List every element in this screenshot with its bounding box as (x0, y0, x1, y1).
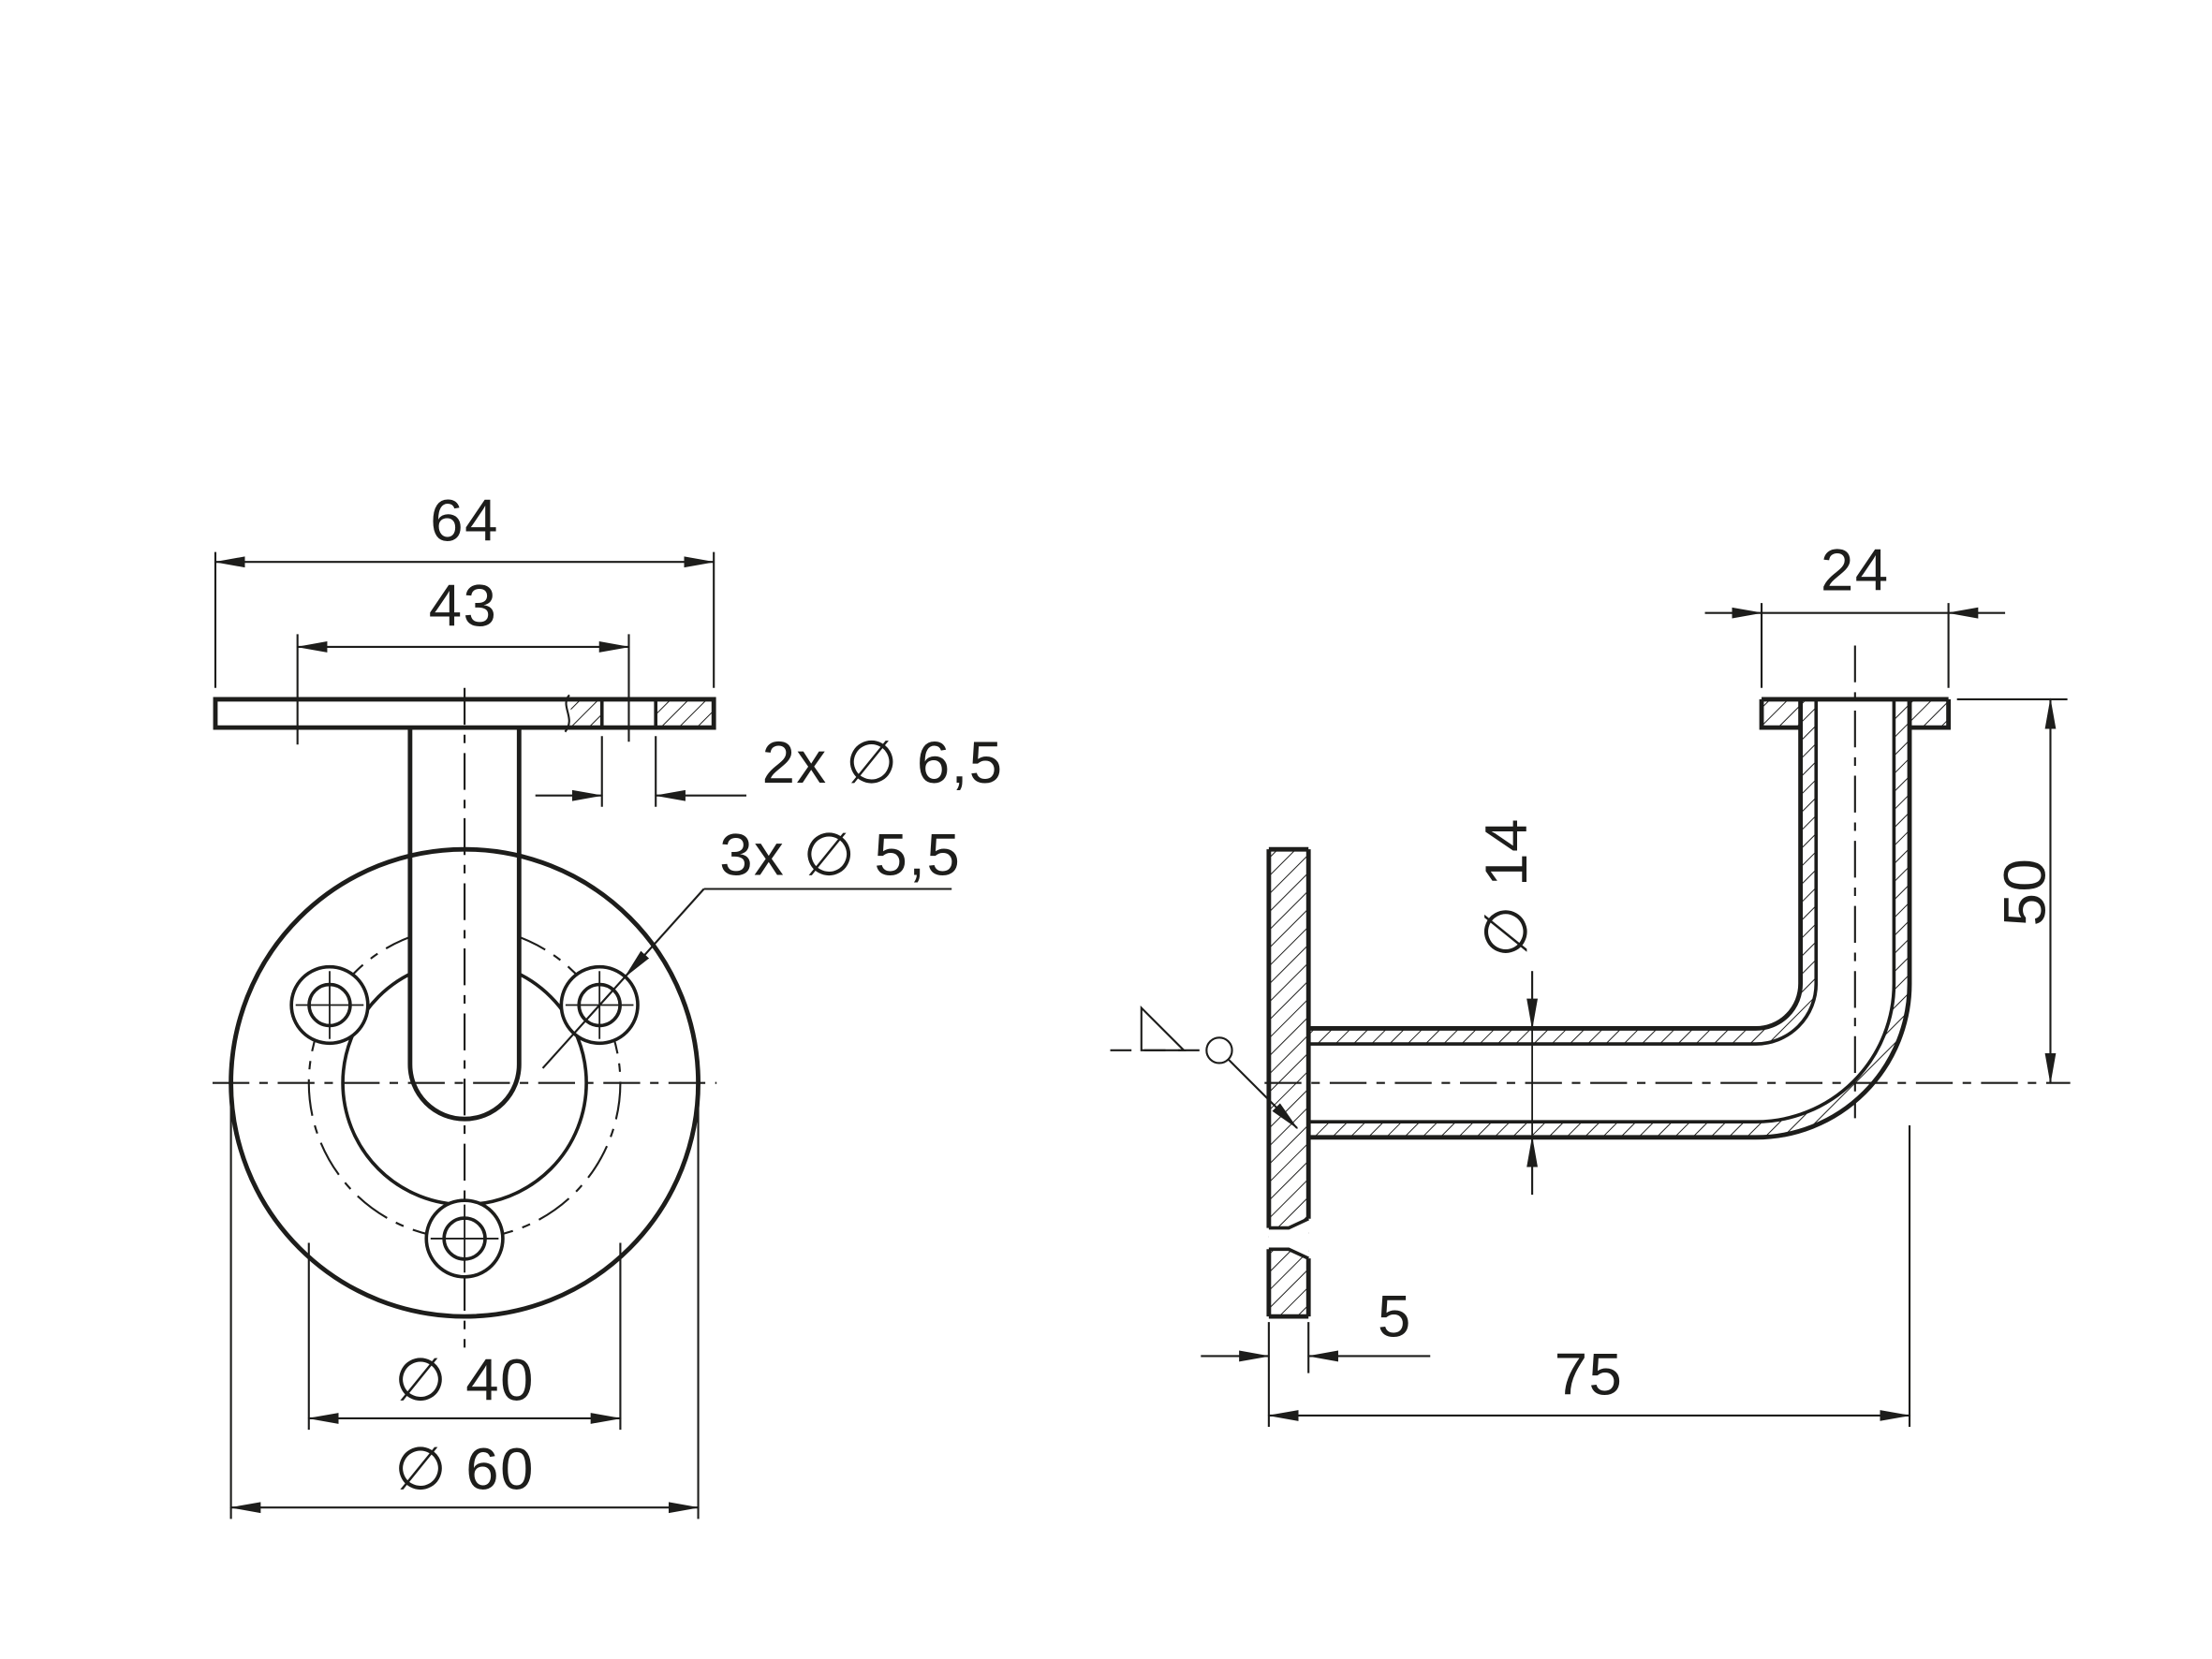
weld-symbol (1110, 1005, 1299, 1130)
dim-flange-holes: 3x ∅ 5,5 (541, 822, 961, 1069)
dim-flange-diameter: ∅ 60 (229, 1101, 700, 1520)
weld-all-around-icon (1205, 1036, 1233, 1064)
arm-section (1308, 698, 1912, 1140)
handrail-plate-hatch-left (1762, 699, 1801, 727)
dim-flange-diameter-label: ∅ 60 (394, 1437, 535, 1503)
dim-projection: 75 (1267, 1124, 1911, 1428)
dim-plate-depth: 24 (1704, 537, 2006, 688)
dim-hole-spacing-label: 43 (429, 573, 498, 639)
dim-bolt-circle-label: ∅ 40 (394, 1347, 535, 1413)
handrail-plate-section (1759, 697, 1952, 730)
support-arm-front (407, 727, 522, 1122)
dim-plate-depth-label: 24 (1821, 537, 1890, 603)
dim-flange-holes-label: 3x ∅ 5,5 (719, 822, 961, 888)
dim-plate-holes-label: 2x ∅ 6,5 (762, 730, 1004, 796)
arm-outer-outer-edge (1308, 698, 1912, 1140)
arm-bore-outer-edge (1308, 698, 1896, 1124)
arm-wall-hatch (1308, 698, 1910, 1138)
dim-hole-spacing: 43 (296, 573, 630, 745)
side-view: 24 50 ∅ 14 5 75 (1110, 537, 2071, 1428)
dim-wall-plate-thickness-label: 5 (1378, 1284, 1412, 1349)
dim-projection-label: 75 (1555, 1342, 1624, 1407)
fillet-weld-triangle-icon (1140, 1005, 1187, 1051)
countersunk-hole-section (1268, 1217, 1309, 1260)
hole-center-cross (295, 971, 364, 1039)
top-plate-outline (213, 697, 716, 730)
top-plate-front (213, 694, 716, 733)
handrail-plate-outline (1759, 698, 1952, 730)
wall-plate-outline (1266, 846, 1311, 1319)
weld-leader (1227, 1058, 1299, 1130)
hole-center-cross (430, 1204, 499, 1273)
dim-height-label: 50 (1992, 858, 2057, 927)
mounting-hole-upper-left (289, 964, 370, 1046)
arm-bore-inner-edge (1308, 698, 1819, 1046)
plate-section-hatch-left (570, 699, 602, 727)
handrail-plate-hatch-right (1910, 699, 1949, 727)
dim-arm-diameter: ∅ 14 (1474, 817, 1540, 1196)
dim-plate-width-label: 64 (430, 489, 499, 554)
dim-arm-diameter-label: ∅ 14 (1474, 817, 1540, 958)
front-view: 64 43 2x ∅ 6,5 3x ∅ 5,5 ∅ 40 (212, 489, 1004, 1520)
dim-wall-plate-thickness: 5 (1201, 1284, 1431, 1428)
dim-bolt-circle: ∅ 40 (307, 1242, 622, 1431)
dim-plate-width: 64 (214, 489, 715, 688)
plate-section-hatch-right (656, 699, 715, 727)
dim-plate-holes: 2x ∅ 6,5 (535, 730, 1004, 807)
arm-outer-inner-edge (1308, 698, 1804, 1031)
dim-height: 50 (1956, 697, 2068, 1085)
break-line (564, 694, 570, 733)
mounting-hole-bottom (424, 1198, 505, 1279)
